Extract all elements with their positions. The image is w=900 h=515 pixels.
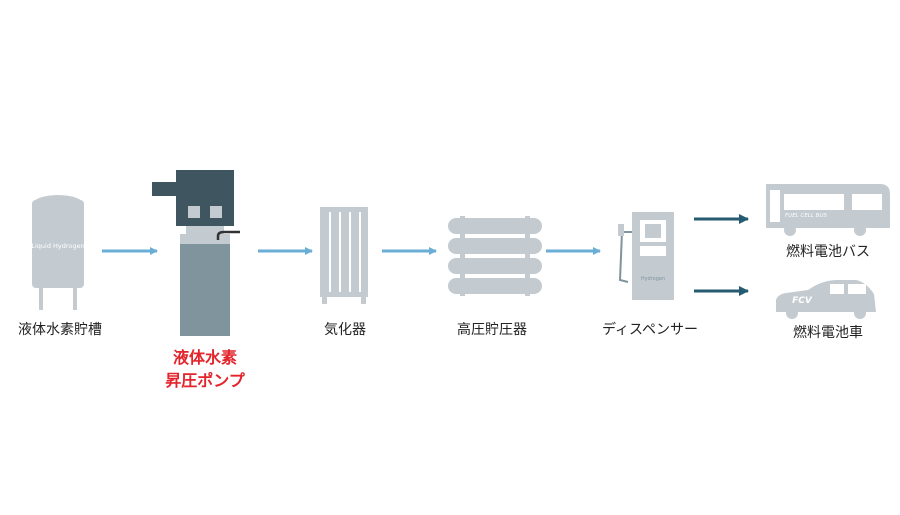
dispenser-tag: Hydrogen	[641, 276, 665, 282]
tank-label: 液体水素貯槽	[18, 322, 102, 338]
pump-label: 液体水素 昇圧ポンプ	[165, 346, 245, 392]
vaporizer-label: 気化器	[324, 322, 366, 338]
pump-label-line2: 昇圧ポンプ	[165, 371, 245, 391]
dispenser-icon: Hydrogen	[618, 212, 674, 300]
tank-tag: Liquid Hydrogen	[31, 242, 84, 250]
fuel-cell-bus-icon: FUEL CELL BUS	[766, 184, 890, 236]
car-label: 燃料電池車	[793, 325, 863, 341]
liquid-hydrogen-pump-icon	[152, 170, 240, 336]
high-pressure-storage-icon	[448, 216, 542, 296]
bus-tag: FUEL CELL BUS	[785, 213, 827, 219]
vaporizer-icon	[320, 207, 368, 304]
fuel-cell-car-icon: FCV	[776, 280, 876, 319]
liquid-hydrogen-tank-icon: Liquid Hydrogen	[31, 195, 85, 310]
bus-label: 燃料電池バス	[786, 244, 870, 260]
dispenser-label: ディスペンサー	[601, 322, 699, 338]
storage-label: 高圧貯圧器	[457, 322, 527, 338]
car-tag: FCV	[792, 296, 813, 306]
pump-label-line1: 液体水素	[172, 348, 237, 367]
